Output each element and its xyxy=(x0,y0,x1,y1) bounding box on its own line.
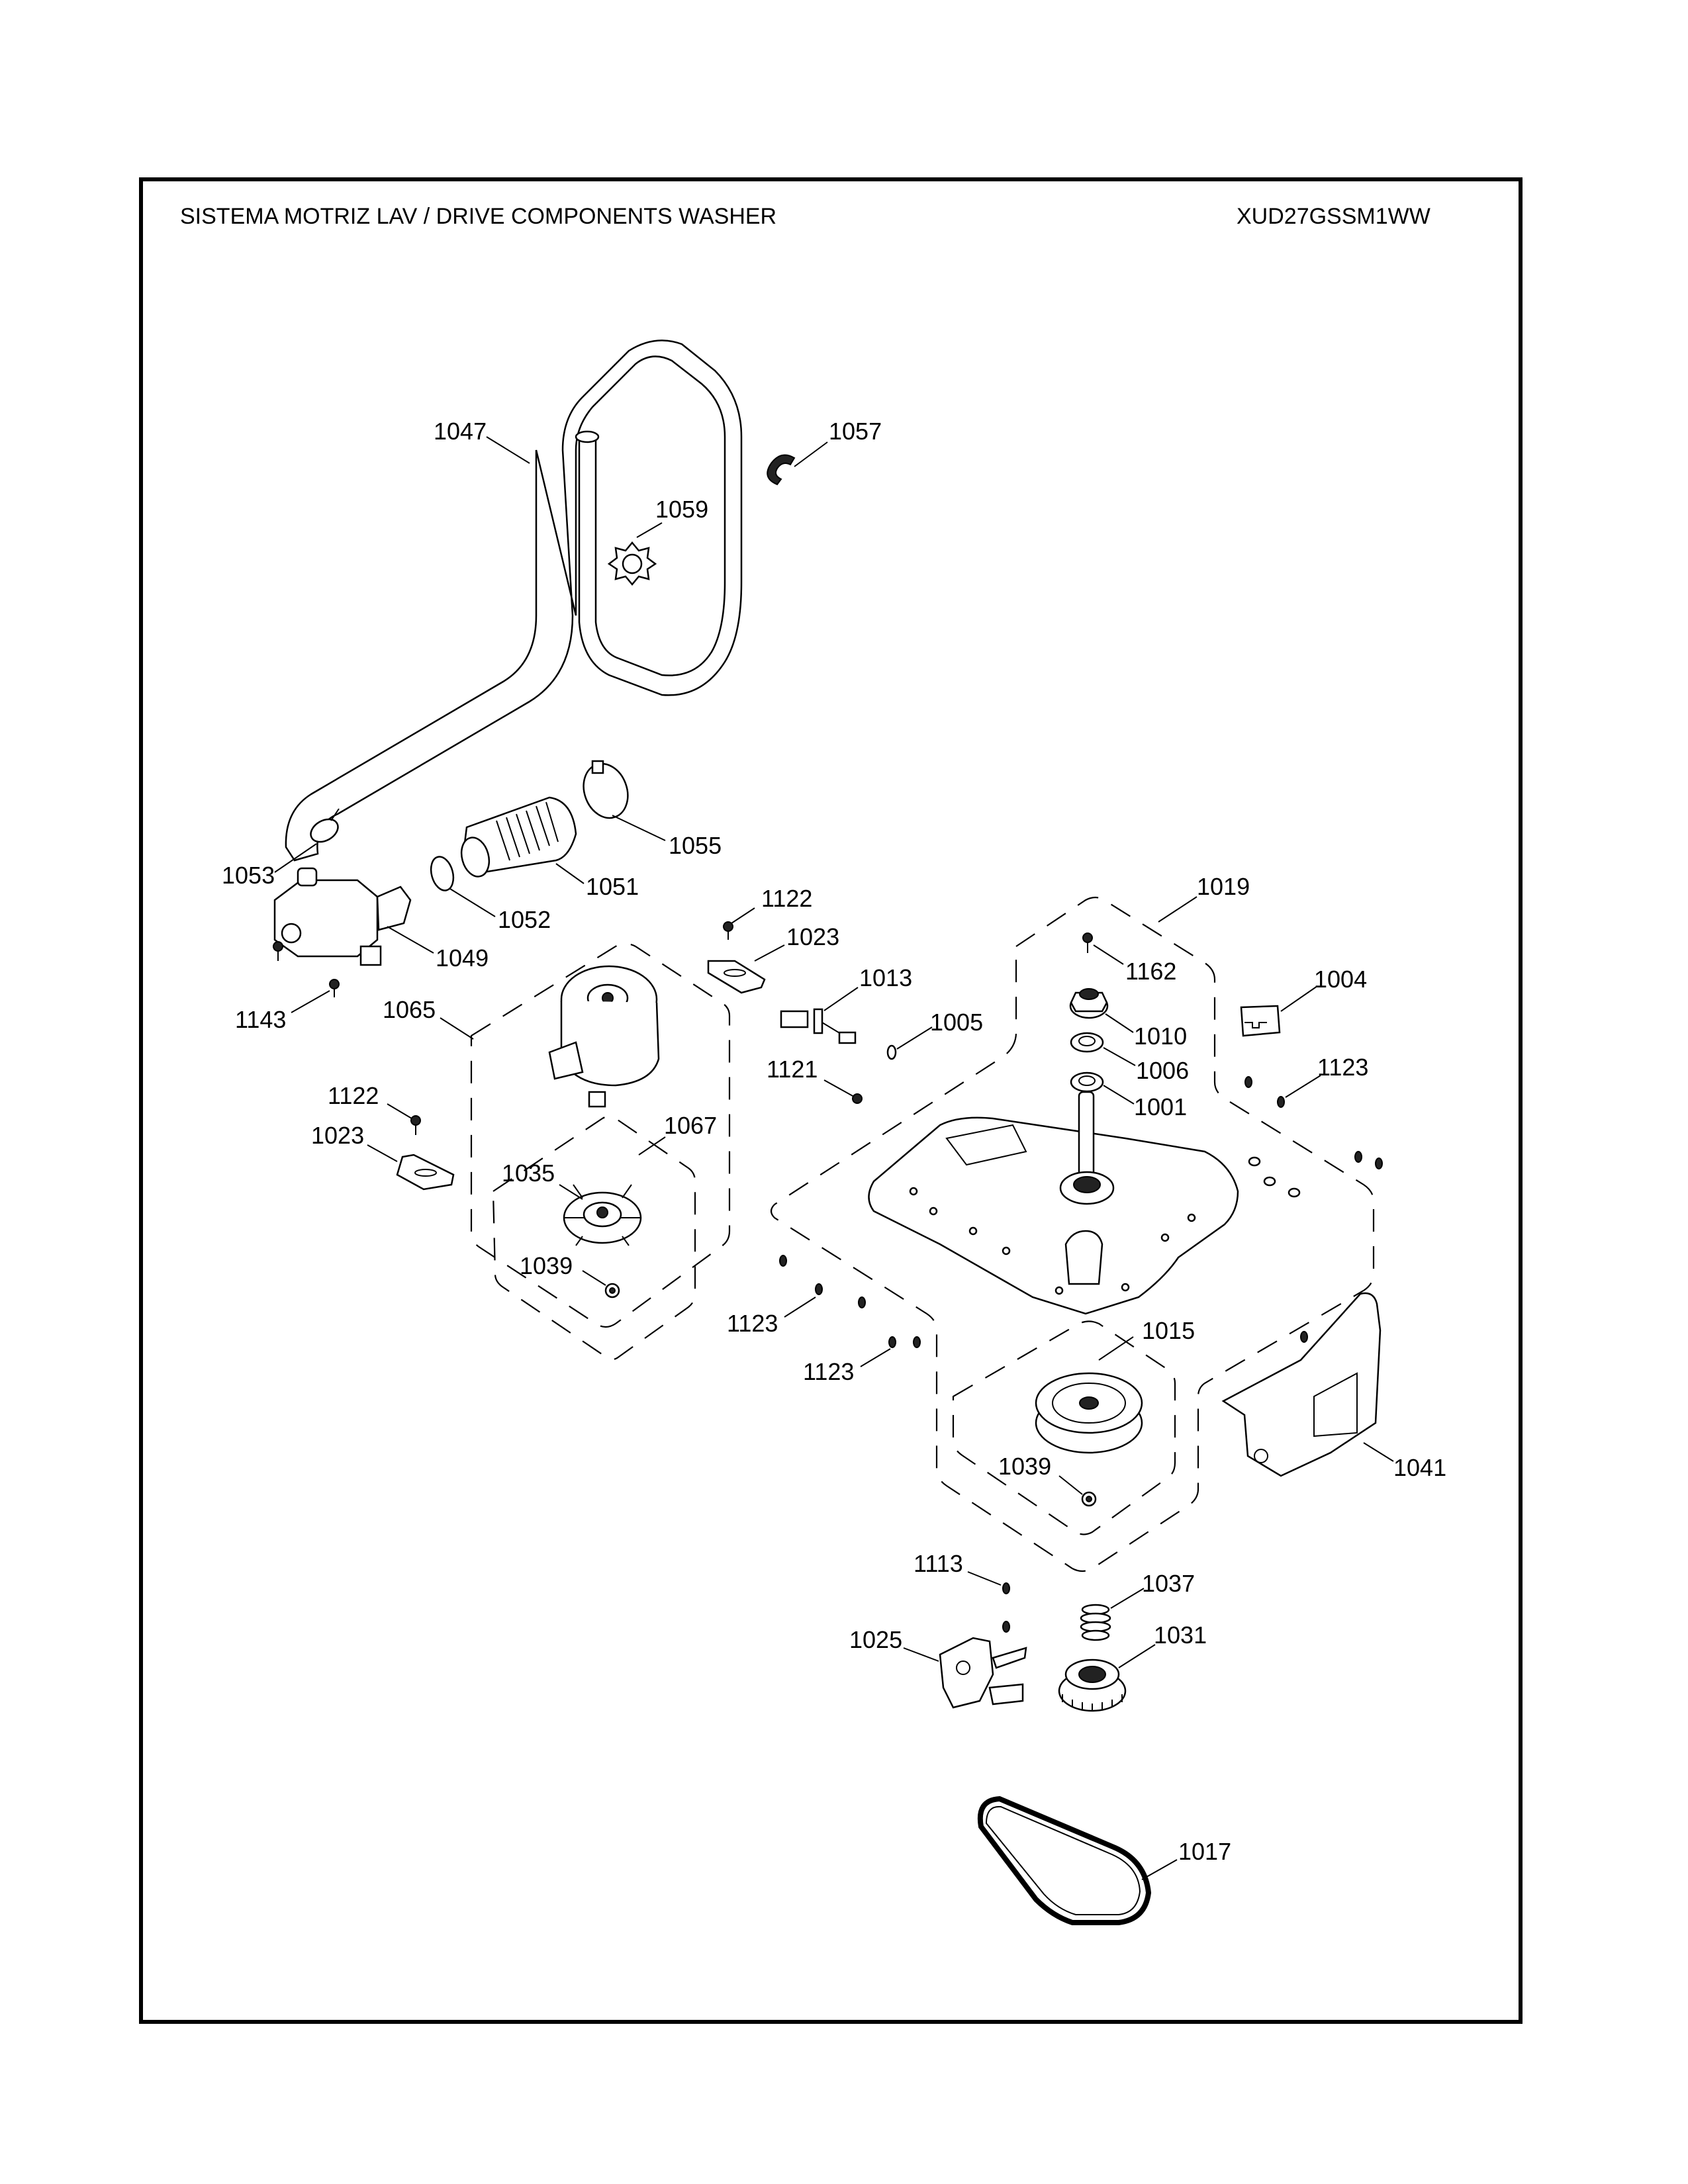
label-1025: 1025 xyxy=(849,1626,902,1653)
label-1052: 1052 xyxy=(498,906,551,933)
label-1023-lower: 1023 xyxy=(311,1122,364,1149)
screw-icon[interactable] xyxy=(723,921,733,940)
screw-icon[interactable] xyxy=(779,1255,787,1267)
hose-end xyxy=(575,430,600,443)
label-1035: 1035 xyxy=(502,1160,555,1187)
pulley-nut-icon[interactable] xyxy=(1081,1491,1097,1507)
label-1031: 1031 xyxy=(1154,1621,1207,1649)
model-number: XUD27GSSM1WW xyxy=(1237,204,1430,229)
clip-icon[interactable] xyxy=(1263,1176,1276,1187)
label-1037: 1037 xyxy=(1142,1570,1195,1597)
drain-hose-body xyxy=(285,340,743,862)
pulley-assembly-group xyxy=(952,1320,1176,1535)
label-1005: 1005 xyxy=(930,1009,983,1036)
label-1015: 1015 xyxy=(1142,1317,1195,1344)
washer-icon[interactable] xyxy=(1070,1071,1104,1093)
clutch-spring-icon[interactable] xyxy=(1080,1604,1111,1641)
label-1067: 1067 xyxy=(664,1112,717,1139)
label-1123-left-a: 1123 xyxy=(727,1310,778,1337)
clip-bracket-icon[interactable] xyxy=(1240,1005,1281,1037)
screw-icon[interactable] xyxy=(1082,933,1093,953)
label-1019: 1019 xyxy=(1197,873,1250,900)
label-1013: 1013 xyxy=(859,964,912,991)
drive-belt-icon[interactable] xyxy=(977,1796,1152,1925)
large-clamp-icon[interactable] xyxy=(577,758,635,825)
label-1055: 1055 xyxy=(669,832,722,859)
screw-icon[interactable] xyxy=(852,1093,863,1104)
label-1065: 1065 xyxy=(383,996,436,1023)
screw-icon[interactable] xyxy=(913,1336,921,1348)
label-1051: 1051 xyxy=(586,873,639,900)
label-1017: 1017 xyxy=(1178,1838,1231,1865)
screw-icon[interactable] xyxy=(1300,1331,1308,1343)
label-1122-upper: 1122 xyxy=(761,885,812,912)
small-clamp-icon[interactable] xyxy=(306,808,342,846)
label-1057: 1057 xyxy=(829,418,882,445)
label-1123-left-b: 1123 xyxy=(803,1358,854,1385)
fan-nut-icon[interactable] xyxy=(604,1283,620,1298)
screw-icon[interactable] xyxy=(1244,1076,1252,1088)
label-1143: 1143 xyxy=(235,1006,286,1033)
screw-icon[interactable] xyxy=(858,1297,866,1308)
flange-nut-icon[interactable] xyxy=(1069,988,1109,1019)
screw-icon[interactable] xyxy=(1354,1151,1362,1163)
screw-icon[interactable] xyxy=(1375,1158,1383,1169)
label-1113: 1113 xyxy=(914,1550,963,1577)
screw-icon[interactable] xyxy=(273,941,283,961)
motor-cover-bracket-icon[interactable] xyxy=(1221,1292,1382,1477)
gear-case-assembly-group xyxy=(770,896,1375,1572)
label-1121: 1121 xyxy=(767,1056,818,1083)
drain-pump-icon[interactable] xyxy=(273,867,412,966)
bracket-upper-icon[interactable] xyxy=(707,960,766,994)
bracket-lower-icon[interactable] xyxy=(396,1154,455,1191)
label-1059: 1059 xyxy=(655,496,708,523)
screw-icon[interactable] xyxy=(410,1115,421,1135)
clip-icon[interactable] xyxy=(1248,1156,1261,1167)
wire-clamp-icon[interactable] xyxy=(428,854,457,893)
screw-icon[interactable] xyxy=(1277,1096,1285,1108)
screw-icon[interactable] xyxy=(1002,1621,1010,1633)
wire-clip-icon[interactable] xyxy=(886,1044,897,1060)
label-1010: 1010 xyxy=(1134,1023,1187,1050)
label-1039-pulley: 1039 xyxy=(998,1453,1051,1480)
label-1123-right: 1123 xyxy=(1317,1054,1368,1081)
screw-icon[interactable] xyxy=(1002,1582,1010,1594)
label-1041: 1041 xyxy=(1393,1454,1446,1481)
label-1023-upper: 1023 xyxy=(786,923,839,950)
label-1006: 1006 xyxy=(1136,1057,1189,1084)
clutch-coupling-icon[interactable] xyxy=(1058,1659,1127,1712)
hose-clip-icon[interactable] xyxy=(767,454,796,486)
drain-hose-drawing[interactable] xyxy=(285,340,743,862)
diagram-title: SISTEMA MOTRIZ LAV / DRIVE COMPONENTS WA… xyxy=(180,204,777,229)
label-1047: 1047 xyxy=(434,418,487,445)
label-1004: 1004 xyxy=(1314,966,1367,993)
screw-icon[interactable] xyxy=(815,1283,823,1295)
screw-icon[interactable] xyxy=(329,979,340,997)
label-1039-fan: 1039 xyxy=(520,1252,573,1279)
label-1053: 1053 xyxy=(222,862,275,889)
pulley-icon[interactable] xyxy=(1035,1372,1143,1454)
bellows-hose-icon[interactable] xyxy=(457,796,577,880)
gear-case-plate-icon[interactable] xyxy=(868,1091,1239,1315)
motor-icon[interactable] xyxy=(548,965,660,1108)
star-holder-icon[interactable] xyxy=(607,541,657,586)
motor-assembly-group xyxy=(470,942,731,1328)
label-1162: 1162 xyxy=(1125,958,1176,985)
harness-sensor-icon[interactable] xyxy=(780,1008,857,1044)
clutch-actuator-icon[interactable] xyxy=(939,1637,1027,1709)
fan-assembly-group xyxy=(492,1115,696,1361)
diagram-frame xyxy=(139,177,1523,2024)
label-1049: 1049 xyxy=(436,944,489,972)
motor-fan-icon[interactable] xyxy=(563,1184,642,1246)
label-1122-lower: 1122 xyxy=(328,1082,379,1109)
screw-icon[interactable] xyxy=(888,1336,896,1348)
clip-icon[interactable] xyxy=(1288,1187,1301,1198)
label-1001: 1001 xyxy=(1134,1093,1187,1120)
washer-icon[interactable] xyxy=(1070,1032,1104,1053)
